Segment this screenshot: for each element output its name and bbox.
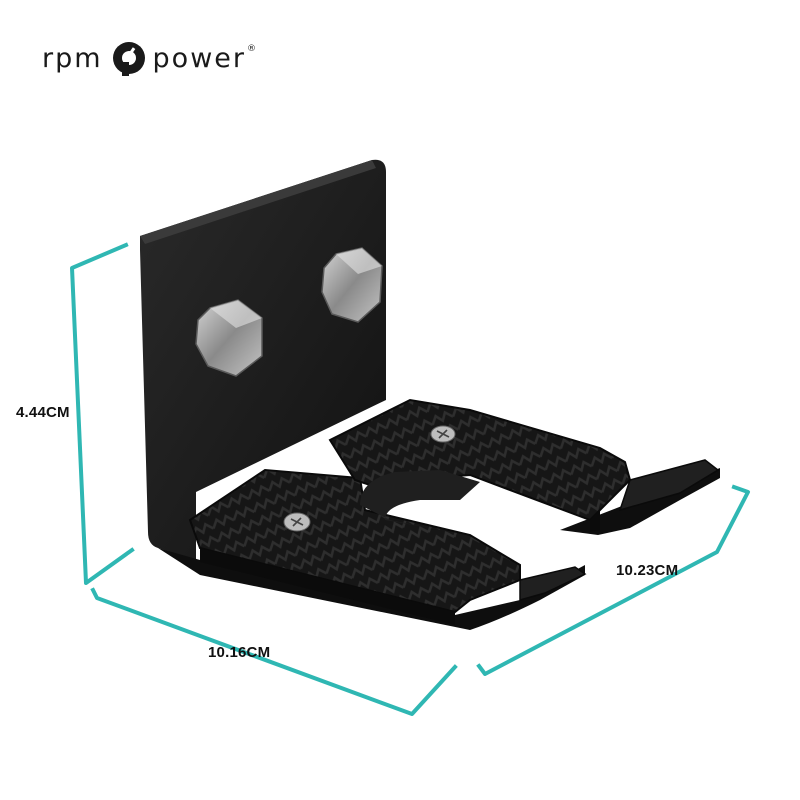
screw-right — [430, 425, 456, 443]
hex-bolt-left — [195, 299, 263, 377]
height-dimension-line — [70, 242, 135, 585]
registered-mark: ® — [247, 44, 258, 54]
arm-tip-hooks — [519, 459, 720, 601]
depth-dimension-line — [476, 484, 750, 676]
width-dimension-label: 10.16CM — [208, 644, 271, 661]
depth-dimension-label: 10.23CM — [616, 562, 679, 579]
width-dimension-line — [90, 587, 458, 716]
bracket-center-slot — [360, 470, 480, 528]
rpm-power-logo-mark-icon — [112, 42, 145, 76]
height-dimension-label: 4.44CM — [16, 404, 70, 421]
brand-logo: rpm power ® — [42, 38, 258, 78]
brand-word-right: power — [152, 42, 246, 74]
rubber-pad-left-arm — [188, 468, 521, 625]
dimension-lines — [70, 242, 750, 716]
bracket-back-plate — [140, 159, 386, 560]
hex-bolt-right — [321, 247, 383, 323]
screw-left — [283, 512, 311, 532]
brand-word-left: rpm — [42, 42, 103, 74]
